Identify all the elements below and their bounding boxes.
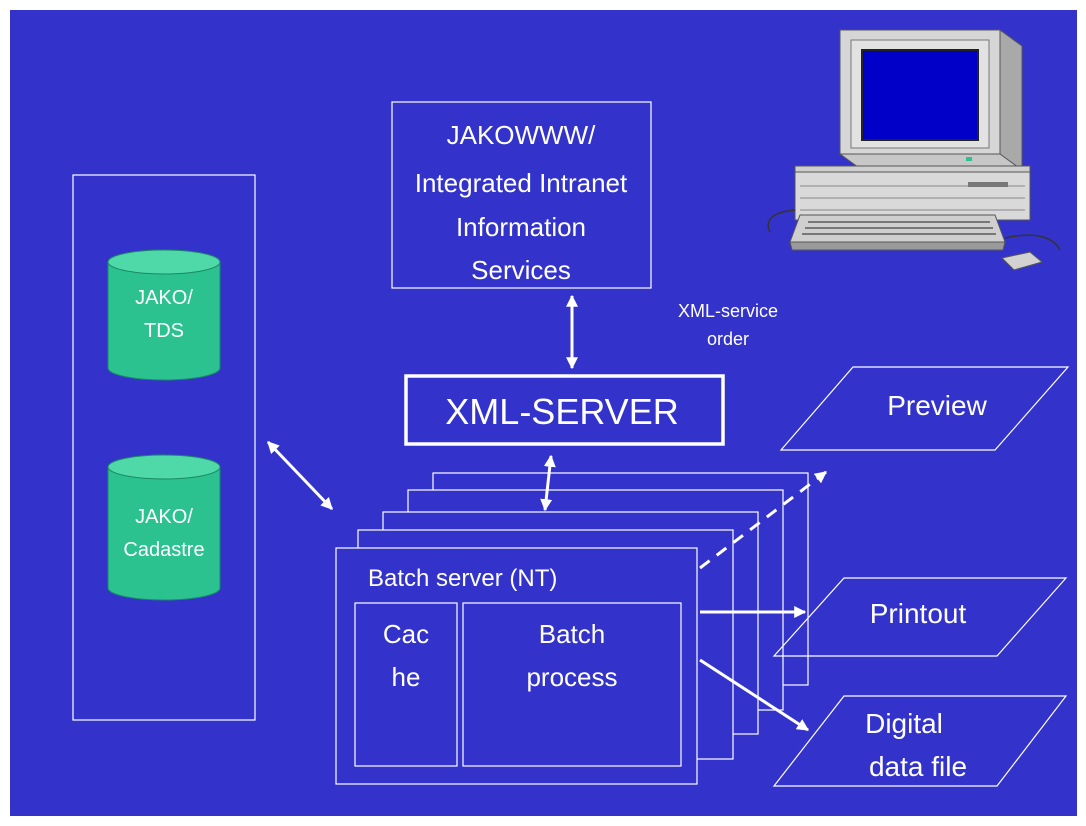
arrow-to-preview bbox=[699, 470, 827, 570]
cache-box bbox=[354, 602, 458, 767]
batch-process-label-1: Batch bbox=[539, 619, 606, 649]
output-digital-label-2: data file bbox=[869, 751, 967, 782]
output-printout-label: Printout bbox=[870, 598, 967, 629]
batch-server-card: Batch server (NT) Cac he Batch process bbox=[335, 547, 698, 785]
output-digital-label-1: Digital bbox=[865, 708, 943, 739]
intranet-line-1: JAKOWWW/ bbox=[447, 120, 597, 150]
batch-process-label-2: process bbox=[526, 662, 617, 692]
batch-server-title: Batch server (NT) bbox=[368, 565, 557, 592]
output-digital-data-file: Digital data file bbox=[772, 695, 1068, 787]
database-cadastre: JAKO/ Cadastre bbox=[107, 454, 221, 601]
database-tds-label-1: JAKO/ bbox=[135, 287, 193, 309]
database-tds: JAKO/ TDS bbox=[107, 249, 221, 381]
intranet-services-box: JAKOWWW/ Integrated Intranet Information… bbox=[391, 101, 652, 289]
xml-server-box: XML-SERVER bbox=[404, 374, 725, 446]
database-cadastre-label-1: JAKO/ bbox=[135, 506, 193, 528]
arrow-to-digital bbox=[699, 658, 810, 732]
database-panel bbox=[72, 174, 256, 721]
cache-label-1: Cac bbox=[383, 619, 429, 649]
intranet-line-2: Integrated Intranet bbox=[415, 168, 628, 198]
database-tds-label-2: TDS bbox=[144, 320, 184, 342]
output-preview-label: Preview bbox=[887, 390, 987, 421]
output-printout: Printout bbox=[772, 577, 1068, 657]
output-preview: Preview bbox=[779, 366, 1070, 451]
intranet-line-3: Information bbox=[456, 212, 586, 242]
xml-order-line-1: XML-service bbox=[678, 301, 778, 321]
intranet-line-4: Services bbox=[471, 255, 571, 285]
batch-process-box bbox=[462, 602, 682, 767]
desktop-computer-icon bbox=[767, 29, 1061, 271]
cache-label-2: he bbox=[392, 662, 421, 692]
xml-order-line-2: order bbox=[707, 329, 749, 349]
arrow-database-batch bbox=[266, 440, 334, 511]
database-cadastre-label-2: Cadastre bbox=[123, 539, 204, 561]
xml-server-label: XML-SERVER bbox=[445, 391, 678, 432]
arrow-xml-batch bbox=[540, 454, 556, 512]
